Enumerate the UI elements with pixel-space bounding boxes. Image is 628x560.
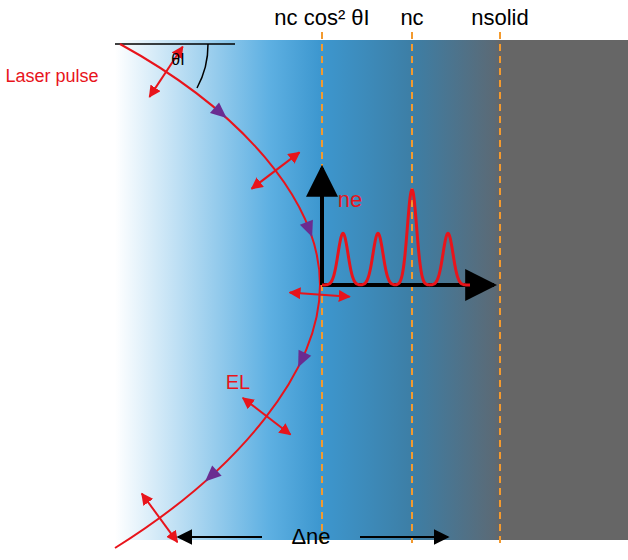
range-arrow [178, 536, 262, 538]
angle-label: θI [171, 52, 184, 68]
field-arrow [290, 293, 350, 297]
direction-arrow [292, 350, 311, 370]
laser-path [115, 44, 320, 548]
direction-arrow [200, 465, 221, 486]
density-label: nc cos² θI [274, 7, 369, 29]
field-arrow [142, 494, 177, 542]
direction-arrow [210, 102, 231, 123]
density-profile [322, 190, 470, 285]
density-markers [322, 32, 500, 545]
range-label: Δne [291, 526, 330, 548]
range-arrow [360, 536, 448, 538]
propagation-arrows [200, 102, 318, 486]
normal-line [115, 43, 235, 45]
direction-arrow [300, 220, 319, 240]
field-label: EL [226, 372, 250, 392]
density-label: nc [400, 7, 423, 29]
angle-arc [197, 44, 208, 88]
y-axis [320, 168, 324, 285]
polarization-arrows [142, 47, 350, 542]
field-arrow [243, 398, 291, 435]
beam-label: Laser pulse [5, 67, 98, 85]
density-label: nsolid [471, 7, 528, 29]
axis-label: ne [338, 189, 362, 211]
field-arrow [252, 152, 300, 188]
plasma-gradient [115, 40, 628, 540]
